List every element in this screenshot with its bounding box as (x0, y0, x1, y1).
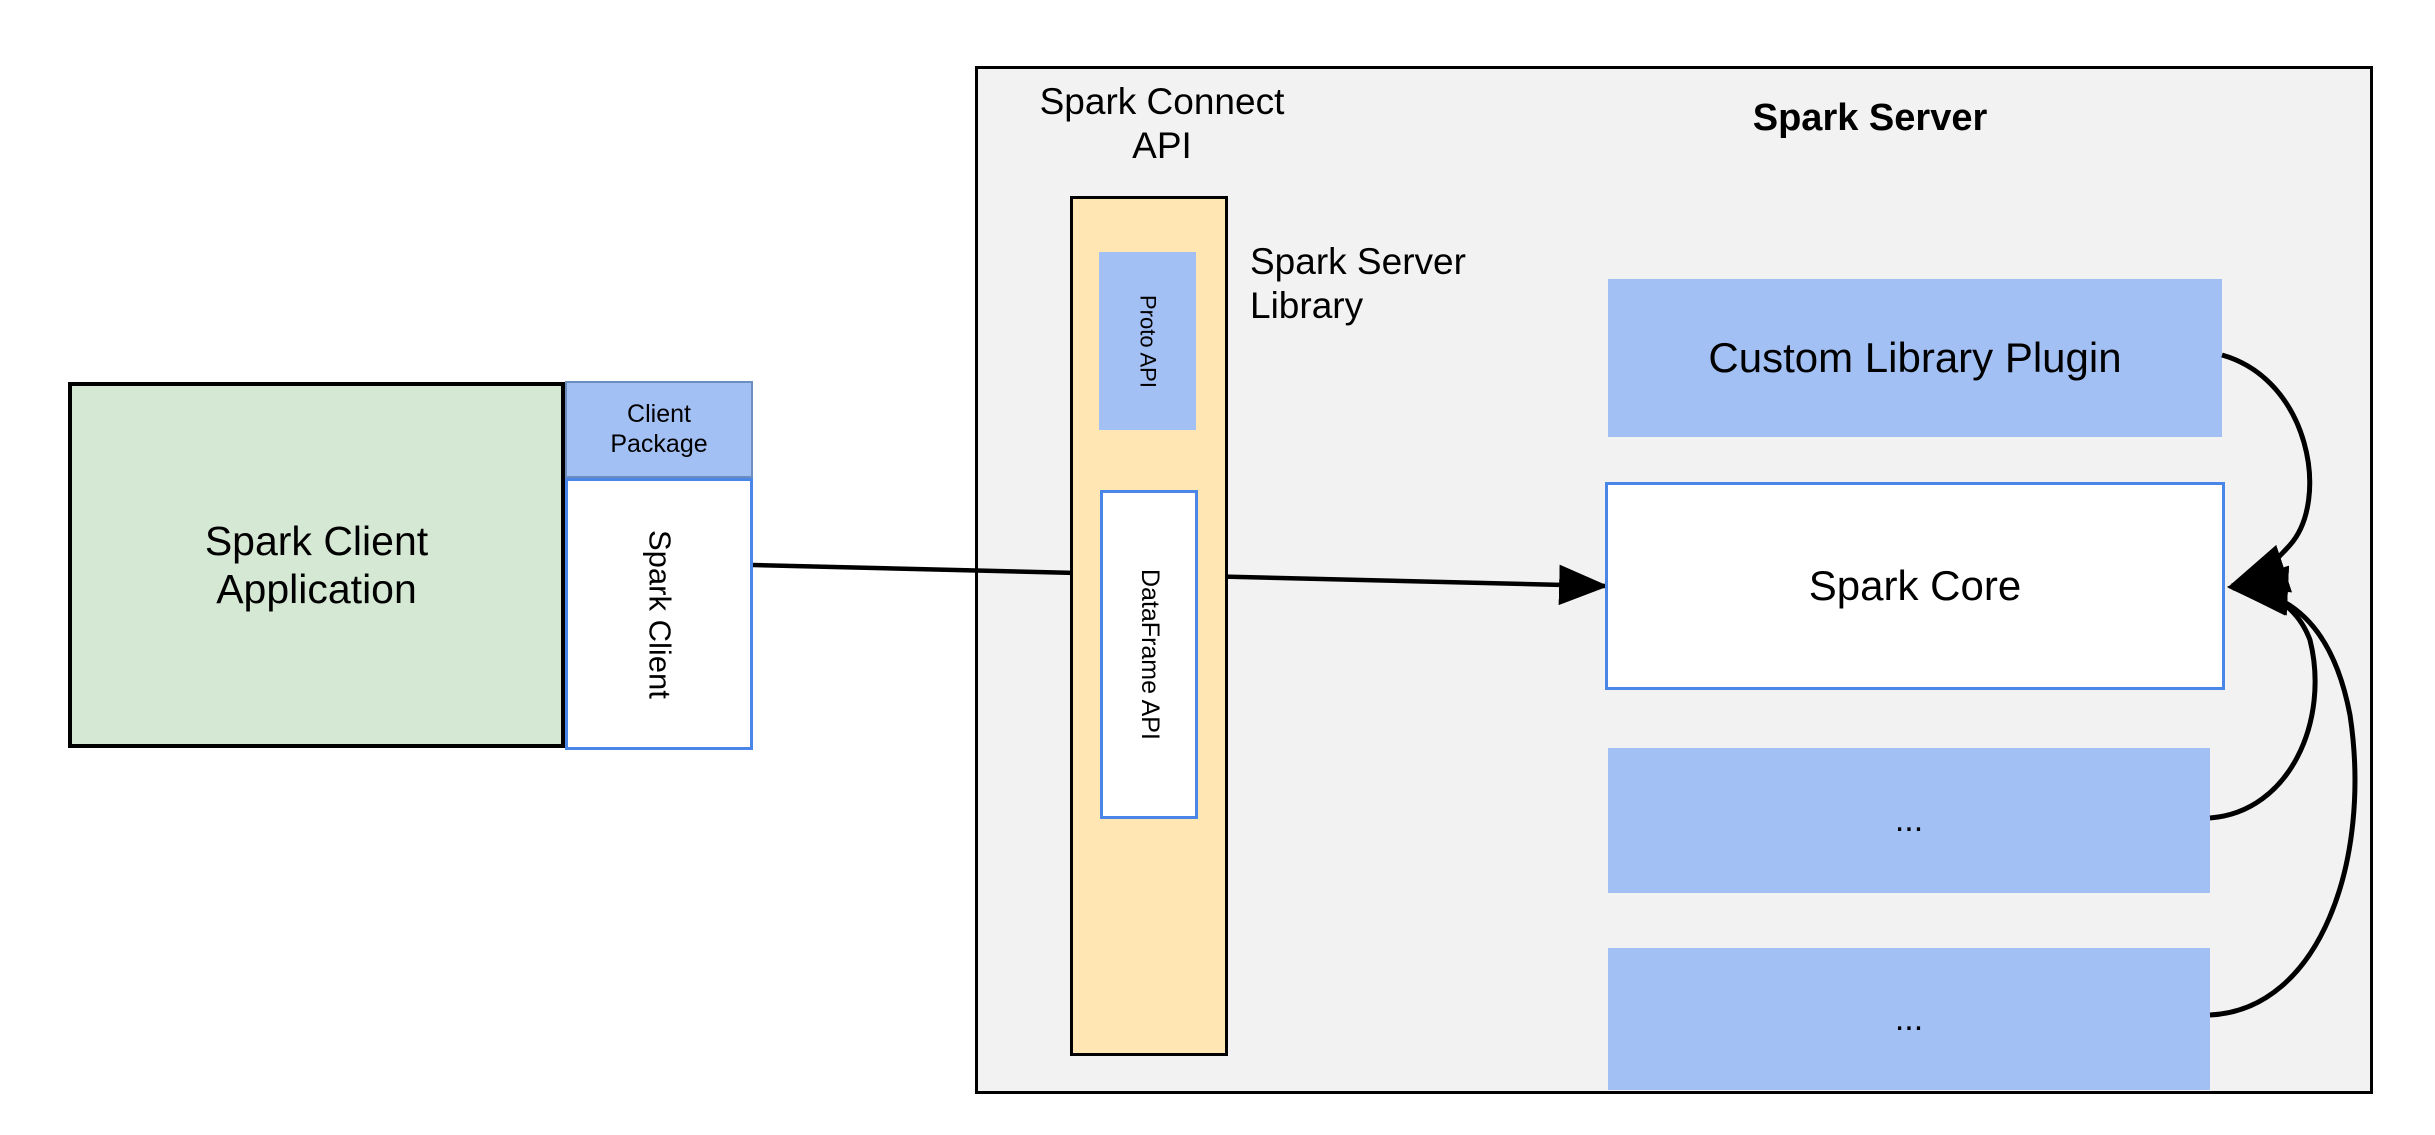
proto-api-label: Proto API (1135, 294, 1161, 388)
spark-server-library-text: Spark Server Library (1250, 241, 1466, 326)
dataframe-api-label: DataFrame API (1135, 569, 1164, 740)
server-block-ellipsis-1[interactable]: ... (1608, 748, 2210, 893)
client-package-label: Client Package (610, 400, 708, 458)
spark-client-application-box[interactable]: Spark Client Application (68, 382, 565, 748)
spark-core-box[interactable]: Spark Core (1605, 482, 2225, 690)
server-block-ellipsis-1-label: ... (1894, 801, 1924, 840)
spark-client-label: Spark Client (642, 529, 678, 699)
spark-server-library-label: Spark Server Library (1250, 240, 1550, 335)
proto-api-box[interactable]: Proto API (1099, 252, 1196, 430)
client-package-box[interactable]: Client Package (565, 381, 753, 478)
spark-server-title-text: Spark Server (1752, 96, 1988, 139)
server-block-ellipsis-2[interactable]: ... (1608, 948, 2210, 1090)
custom-library-plugin-label: Custom Library Plugin (1708, 334, 2122, 382)
custom-library-plugin-box[interactable]: Custom Library Plugin (1608, 279, 2222, 437)
spark-connect-api-text: Spark Connect API (1039, 81, 1285, 166)
spark-client-application-label: Spark Client Application (204, 517, 429, 612)
dataframe-api-box[interactable]: DataFrame API (1100, 490, 1198, 819)
spark-server-title: Spark Server (1700, 92, 2040, 144)
spark-connect-api-label: Spark Connect API (1022, 66, 1302, 176)
spark-client-box[interactable]: Spark Client (565, 478, 753, 750)
server-block-ellipsis-2-label: ... (1894, 999, 1924, 1038)
spark-core-label: Spark Core (1808, 562, 2022, 610)
